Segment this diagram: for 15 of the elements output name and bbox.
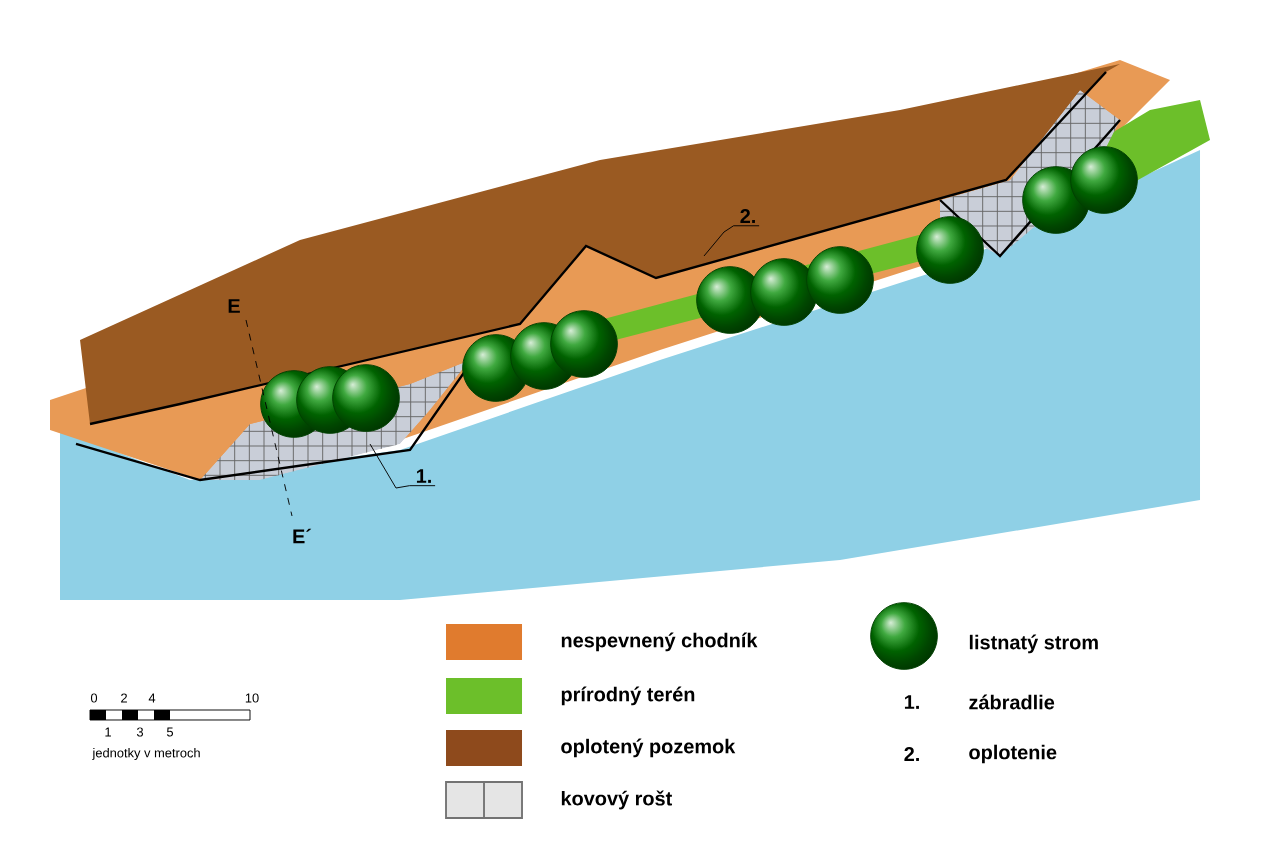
section-label: E bbox=[228, 299, 240, 313]
leader-line bbox=[703, 225, 760, 257]
legend-number: 2. bbox=[904, 747, 919, 761]
legend-number: 1. bbox=[904, 695, 919, 709]
section-label: E´ bbox=[293, 528, 312, 544]
callout-number: 1. bbox=[416, 469, 431, 483]
legend-text: oplotenie bbox=[969, 744, 1057, 764]
legend-text: oplotený pozemok bbox=[561, 738, 736, 758]
legend-text: zábradlie bbox=[969, 694, 1055, 710]
legend-text: nespevnený chodník bbox=[561, 632, 758, 652]
leader-line bbox=[369, 443, 436, 489]
legend-text: listnatý strom bbox=[969, 634, 1098, 654]
legend-text: kovový rošt bbox=[561, 790, 672, 810]
legend-text: prírodný terén bbox=[561, 686, 695, 706]
callout-number: 2. bbox=[740, 209, 755, 223]
